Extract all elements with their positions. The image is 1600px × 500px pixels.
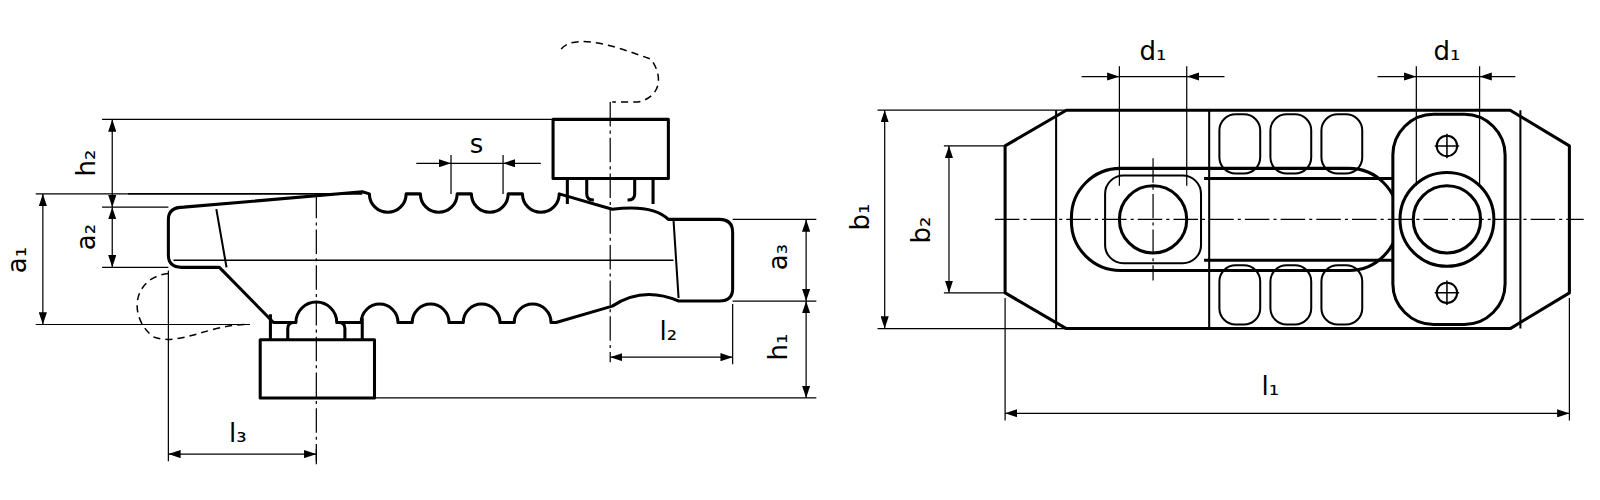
center-lines (316, 102, 610, 464)
dimension-line (416, 163, 451, 164)
dimension-label: s (468, 130, 486, 158)
center-line (995, 219, 1584, 220)
thin-lines (128, 194, 674, 260)
dimension-line (806, 301, 807, 398)
center-line (316, 194, 317, 464)
dimension-label: b₂ (907, 214, 935, 245)
dimension-label: a₃ (764, 242, 792, 272)
dimension-label: l₂ (658, 317, 680, 345)
center-line (610, 102, 611, 362)
phantom-line (561, 42, 658, 103)
dimension-line (1082, 76, 1120, 77)
phantom-line (137, 273, 247, 339)
dimension-line (503, 163, 541, 164)
dimension-label: l₁ (1260, 372, 1282, 400)
dimension-label: h₁ (764, 331, 792, 362)
dimension-line (451, 163, 503, 164)
dimension-label: a₂ (72, 222, 100, 252)
dimension-line (1378, 76, 1417, 77)
dimension-line (42, 194, 43, 325)
lower-tnut (260, 340, 374, 398)
chamfer-line (216, 209, 678, 298)
extension-line (36, 119, 817, 461)
clamp-body (168, 192, 732, 323)
top-line (128, 193, 363, 195)
dimension-line (1119, 76, 1186, 77)
rib (1321, 265, 1362, 324)
dimension-label: l₃ (227, 419, 249, 447)
rib (1219, 265, 1260, 324)
extension-line (878, 66, 1570, 420)
dimension-line (112, 119, 113, 207)
dimension-line (1416, 76, 1479, 77)
dimension-line (610, 357, 732, 358)
dimension-label: h₂ (72, 148, 100, 179)
dimension-line (948, 146, 949, 293)
center-line (1152, 158, 1153, 280)
dimension-lines (878, 66, 1570, 420)
dimension-line (1480, 76, 1516, 77)
rib (1321, 114, 1362, 173)
dimension-line (168, 453, 316, 454)
dimension-line (884, 110, 885, 328)
dimension-line (112, 207, 113, 267)
dimension-line (1187, 76, 1225, 77)
dimension-label: a₁ (3, 245, 31, 275)
dimension-label: d₁ (1431, 37, 1462, 65)
dimension-lines (36, 119, 817, 461)
dimension-label: d₁ (1138, 37, 1169, 65)
body-line (173, 259, 673, 261)
rib (1270, 114, 1311, 173)
dimension-line (806, 219, 807, 301)
dimension-label: b₁ (846, 202, 874, 233)
dimension-line (1005, 413, 1569, 414)
rib (1270, 265, 1311, 324)
rib (1219, 114, 1260, 173)
phantom-workpiece (137, 42, 658, 340)
center-lines (995, 158, 1584, 280)
